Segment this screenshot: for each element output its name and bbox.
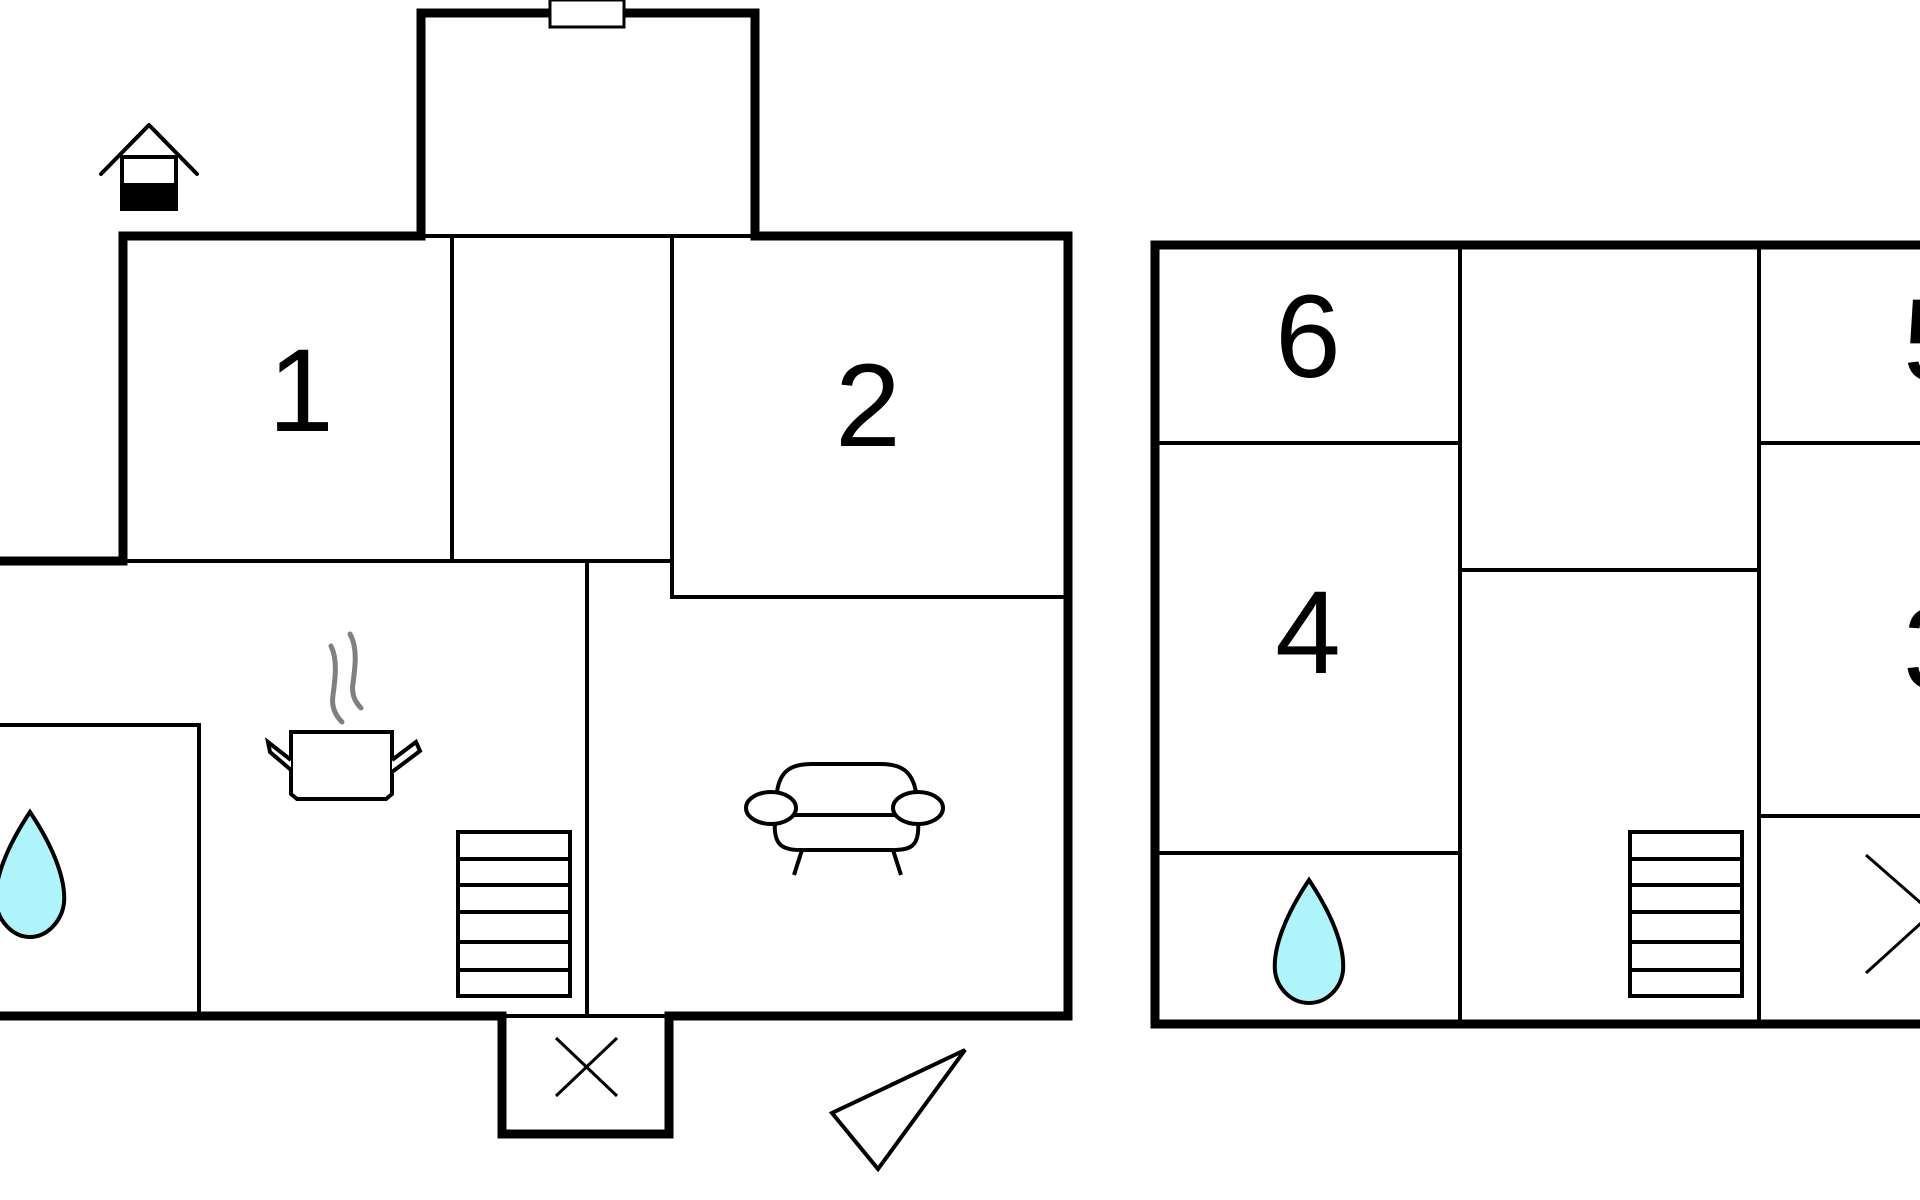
north-arrow-icon [828, 1048, 967, 1173]
room-number-1: 1 [268, 325, 334, 457]
water-drop-icon [0, 808, 67, 940]
room-number-4: 4 [1275, 567, 1341, 699]
room-number-3: 3 [1903, 583, 1920, 715]
window-icon [548, 0, 626, 29]
room-number-5: 5 [1903, 275, 1920, 407]
water-drop-icon [1272, 876, 1346, 1006]
house-entrance-icon [99, 123, 199, 211]
upper-floor-plan: 6 5 4 3 [1150, 240, 1920, 1029]
staircase-icon [1628, 830, 1744, 998]
room-number-2: 2 [835, 340, 901, 472]
balcony-icon [554, 1036, 619, 1098]
ground-floor-outer-wall [0, 8, 1073, 1139]
sofa-icon [744, 762, 945, 876]
ground-floor-plan: 1 2 [0, 0, 1073, 1173]
upper-floor-outer-wall [1150, 240, 1920, 1029]
room-number-6: 6 [1275, 271, 1341, 403]
staircase-icon [456, 830, 572, 998]
wall-bathroom [0, 723, 201, 1018]
balcony-icon [1864, 853, 1920, 975]
cooking-pot-icon [264, 631, 423, 801]
